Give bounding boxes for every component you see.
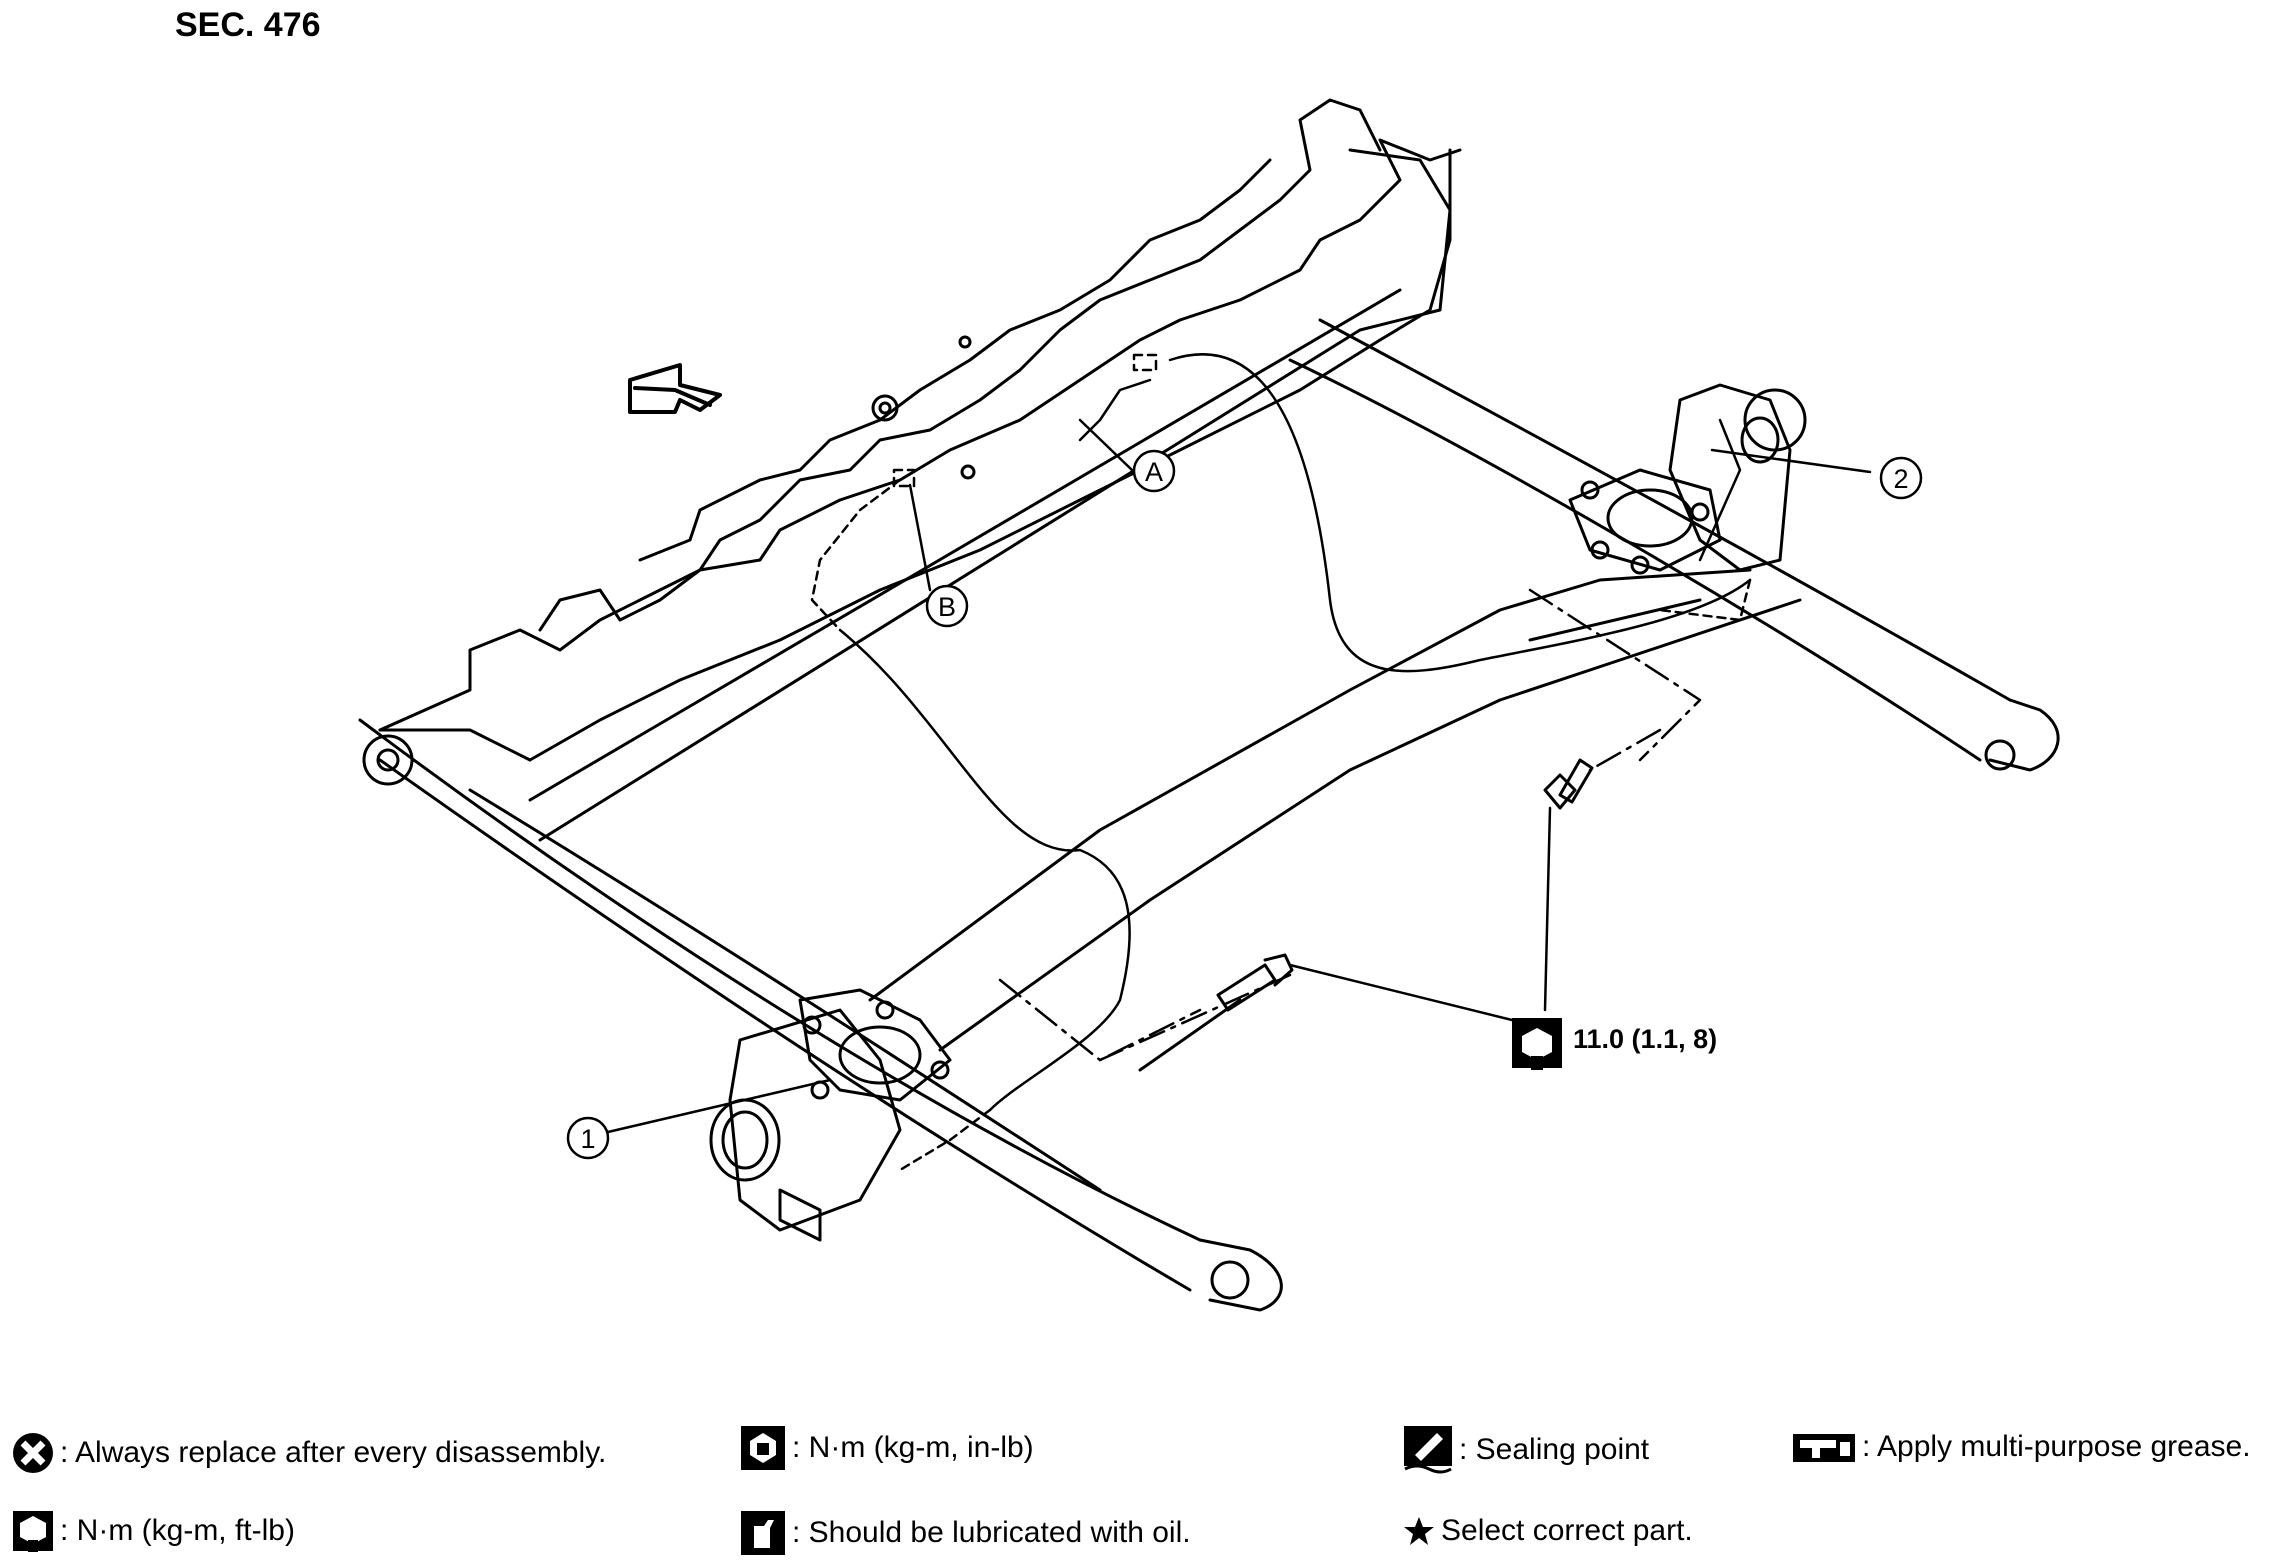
- front-arrow-icon: [628, 363, 722, 414]
- callout-a-label: A: [1145, 457, 1163, 487]
- grease-icon: [1792, 1430, 1856, 1464]
- callout-2: 2: [1879, 456, 1923, 500]
- left-sensor-bracket: [709, 988, 952, 1242]
- legend-select-text: Select correct part.: [1441, 1514, 1693, 1547]
- legend-sealing: : Sealing point: [1403, 1425, 1649, 1475]
- callout-a: A: [1132, 449, 1176, 493]
- legend-replace-text: : Always replace after every disassembly…: [60, 1436, 607, 1469]
- right-sensor-bracket: [1568, 383, 1807, 575]
- callout-1-label: 1: [580, 1124, 595, 1154]
- rear-crossmember: [378, 98, 1462, 842]
- sealing-icon: [1403, 1425, 1453, 1475]
- sensor-harness: [838, 353, 1752, 1112]
- legend-grease-text: : Apply multi-purpose grease.: [1862, 1430, 2251, 1463]
- replace-icon: [12, 1432, 54, 1474]
- legend-select: Select correct part.: [1403, 1514, 1693, 1548]
- right-leaf-spring: [1288, 318, 2060, 772]
- legend-nm-ft-lb: : N·m (kg-m, ft-lb): [12, 1510, 295, 1552]
- callout-1: 1: [566, 1116, 610, 1160]
- legend-replace: : Always replace after every disassembly…: [12, 1432, 606, 1474]
- leader-lines: [606, 418, 1872, 1134]
- legend-oil: : Should be lubricated with oil.: [740, 1510, 1191, 1556]
- torque-spec: 11.0 (1.1, 8): [1573, 1024, 1718, 1054]
- torque-wrench-icon: [1512, 1018, 1562, 1070]
- legend-nm-in-lb: : N·m (kg-m, in-lb): [740, 1425, 1034, 1471]
- callout-b-label: B: [938, 592, 956, 622]
- legend-grease: : Apply multi-purpose grease.: [1792, 1430, 2251, 1464]
- torque-ft-lb-icon: [12, 1510, 54, 1552]
- callout-b: B: [925, 584, 969, 628]
- left-leaf-spring: [358, 718, 1283, 1312]
- harness-hidden: [810, 353, 1752, 1172]
- alignment-lines: [998, 588, 1702, 1062]
- center-beam: [868, 568, 1802, 1072]
- legend-nm-in-lb-text: : N·m (kg-m, in-lb): [792, 1431, 1034, 1464]
- callout-2-label: 2: [1893, 464, 1908, 494]
- legend-nm-ft-lb-text: : N·m (kg-m, ft-lb): [60, 1514, 295, 1547]
- bolt-right: [1543, 758, 1594, 810]
- section-title: SEC. 476: [175, 6, 321, 44]
- legend-oil-text: : Should be lubricated with oil.: [792, 1516, 1191, 1549]
- star-icon: [1403, 1515, 1435, 1547]
- oil-icon: [740, 1510, 786, 1556]
- legend-sealing-text: : Sealing point: [1459, 1433, 1650, 1466]
- torque-in-lb-icon: [740, 1425, 786, 1471]
